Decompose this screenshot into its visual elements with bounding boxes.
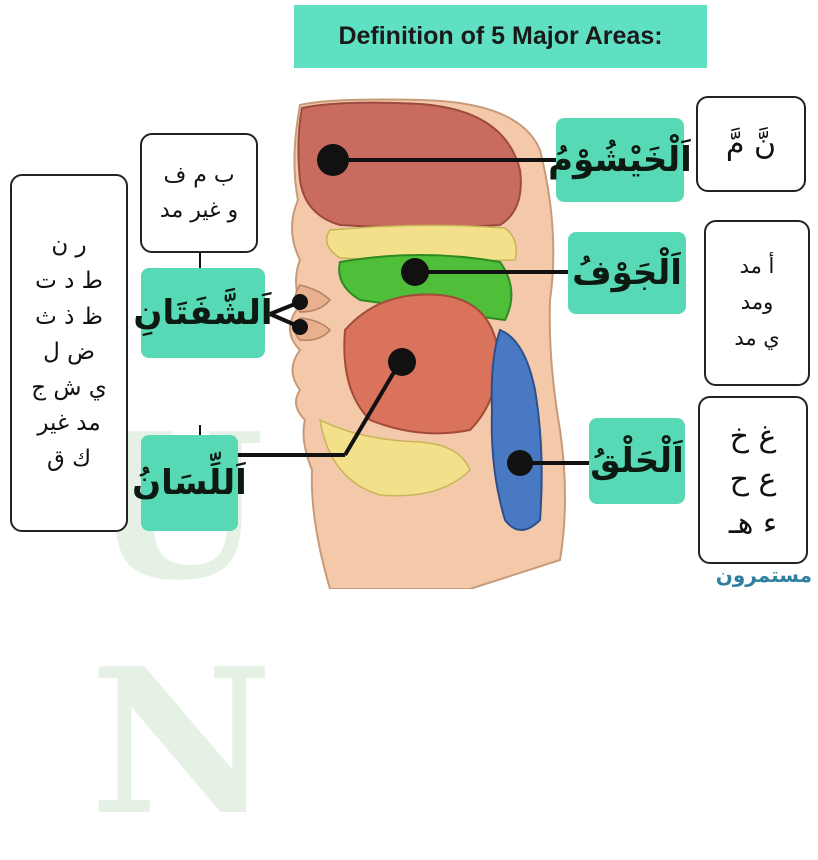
point-khayshum (317, 144, 349, 176)
label-lisan: اَللِّسَانُ (141, 435, 238, 531)
point-lip-upper (292, 294, 308, 310)
point-halq (507, 450, 533, 476)
point-lip-lower (292, 319, 308, 335)
corner-watermark: مستمرون (716, 563, 812, 587)
label-shafatan: اَلشَّفَتَانِ (141, 268, 265, 358)
label-halq: اَلْحَلْقُ (589, 418, 685, 504)
letters-halq: غ خ ع ح ء هـ (698, 396, 808, 564)
letters-jawf: أ مد ومد ي مد (704, 220, 810, 386)
letters-lisan: ر ن ط د ت ظ ذ ث ض ل ي ش ج مد غير ك ق (10, 174, 128, 532)
label-jawf: اَلْجَوْفُ (568, 232, 686, 314)
tongue (344, 294, 498, 433)
label-khayshum: اَلْخَيْشُوْمُ (556, 118, 684, 202)
letters-jawf-line: ي مد (734, 321, 779, 357)
letters-halq-line: ع ح (730, 458, 777, 502)
letters-shafatan-line: و غير مد (160, 193, 238, 228)
letters-lisan-line: ك ق (47, 442, 91, 478)
letters-jawf-line: أ مد (740, 249, 775, 285)
letters-lisan-line: مد غير (37, 406, 100, 442)
letters-jawf-line: ومد (741, 285, 773, 321)
letters-lisan-line: ي ش ج (31, 371, 107, 407)
letters-shafatan: ب م ف و غير مد (140, 133, 258, 253)
letters-halq-line: غ خ (730, 415, 777, 459)
letters-lisan-line: ر ن (51, 228, 86, 264)
point-jawf (401, 258, 429, 286)
point-lisan (388, 348, 416, 376)
letters-shafatan-line: ب م ف (163, 158, 234, 193)
letters-lisan-line: ط د ت (35, 264, 103, 300)
letters-khayshum-line: نَّ مَّ (726, 127, 776, 162)
letters-lisan-line: ظ ذ ث (35, 300, 103, 336)
letters-lisan-line: ض ل (43, 335, 95, 371)
letters-halq-line: ء هـ (729, 502, 777, 546)
letters-khayshum: نَّ مَّ (696, 96, 806, 192)
